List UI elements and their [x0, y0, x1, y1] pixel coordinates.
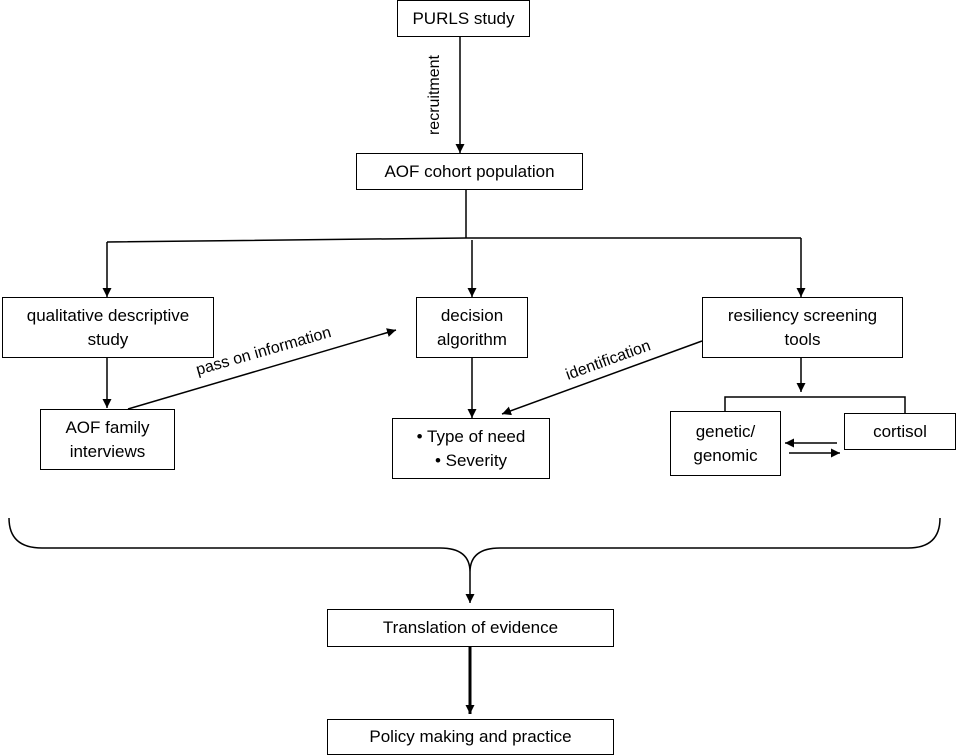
arrow-identification — [501, 340, 703, 416]
branch-horizontal-line — [106, 237, 801, 243]
node-cortisol: cortisol — [844, 413, 956, 450]
node-label: Translation of evidence — [382, 618, 559, 637]
node-label-line1: AOF family — [65, 417, 150, 437]
node-label-line1: resiliency screening — [727, 305, 878, 325]
resiliency-sub-bracket — [724, 396, 906, 413]
node-label-line1: qualitative descriptive — [26, 305, 190, 325]
node-label-line2: tools — [784, 329, 821, 349]
node-purls-study: PURLS study — [397, 0, 530, 37]
node-type-of-need-severity: • Type of need • Severity — [392, 418, 550, 479]
node-label-line2: interviews — [69, 441, 146, 461]
node-label: cortisol — [873, 421, 927, 441]
node-label-line2: • Severity — [434, 450, 508, 470]
node-label: AOF cohort population — [384, 161, 555, 181]
node-label-line1: genetic/ — [695, 421, 756, 441]
node-genetic-genomic: genetic/ genomic — [670, 411, 781, 476]
node-decision-algorithm: decision algorithm — [416, 297, 528, 358]
node-label: PURLS study — [412, 8, 515, 28]
node-resiliency-screening-tools: resiliency screening tools — [702, 297, 903, 358]
node-label-line2: algorithm — [437, 329, 507, 349]
node-label-line2: study — [87, 329, 129, 349]
curly-brace — [8, 517, 941, 573]
node-qualitative-descriptive-study: qualitative descriptive study — [2, 297, 214, 358]
node-label-line1: decision — [440, 305, 504, 325]
node-aof-cohort-population: AOF cohort population — [356, 153, 583, 190]
node-translation-of-evidence: Translation of evidence — [327, 609, 614, 647]
node-policy-making-and-practice: Policy making and practice — [327, 719, 614, 755]
node-label-line1: • Type of need — [416, 426, 526, 446]
edge-label-recruitment: recruitment — [426, 54, 444, 136]
node-label-line2: genomic — [693, 445, 758, 465]
arrow-pass-on-information — [127, 328, 397, 410]
node-label: Policy making and practice — [369, 727, 572, 746]
node-aof-family-interviews: AOF family interviews — [40, 409, 175, 470]
